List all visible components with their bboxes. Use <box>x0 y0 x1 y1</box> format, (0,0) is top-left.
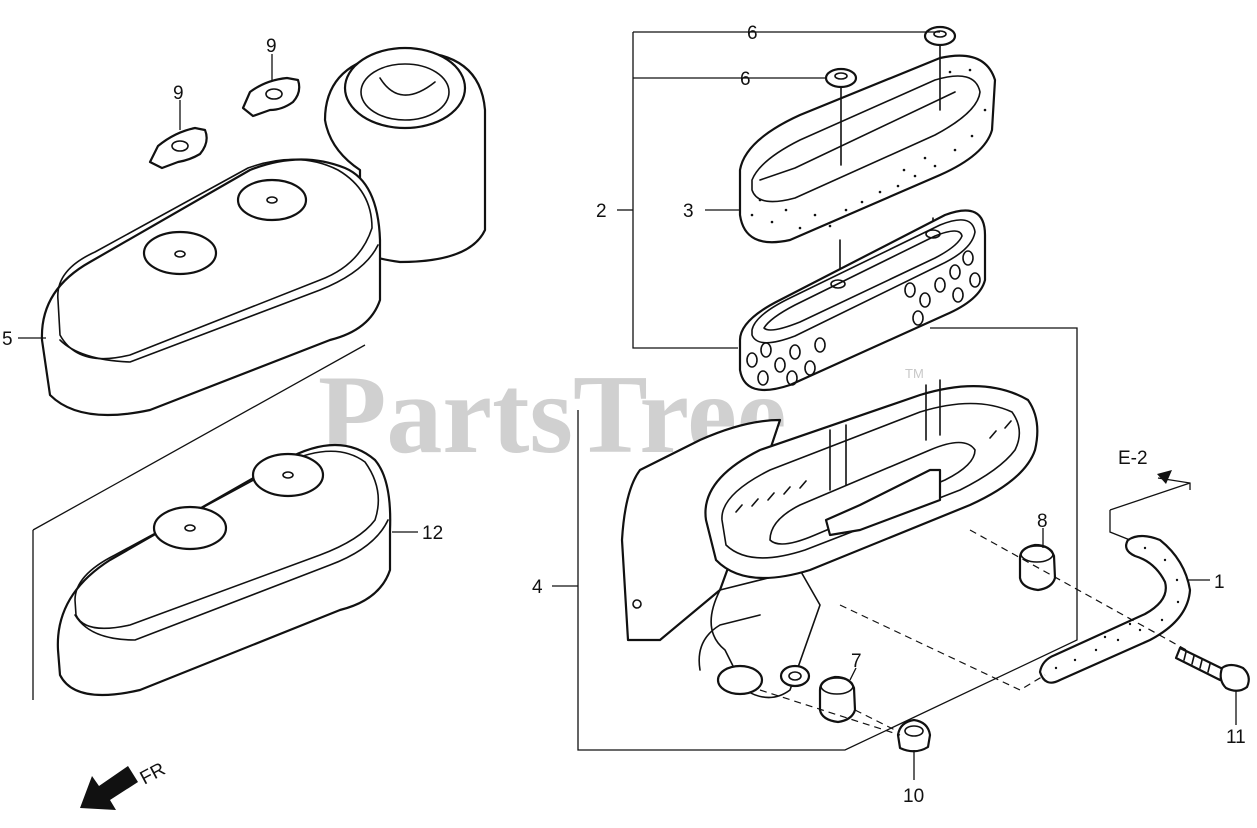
tube-texture <box>1054 546 1180 670</box>
part-1-breather-tube[interactable] <box>1038 534 1192 684</box>
callout-6-upper: 6 <box>747 23 758 44</box>
part-3-foam-element[interactable] <box>738 54 997 244</box>
part-5-air-cleaner-cover[interactable] <box>40 46 487 417</box>
part-6-grommet-lower[interactable] <box>824 67 858 89</box>
front-direction-arrow-icon <box>80 766 138 810</box>
pleat-holes <box>746 250 981 386</box>
callout-5: 5 <box>2 329 13 350</box>
part-9-wing-nut-upper[interactable] <box>241 76 301 118</box>
callout-7: 7 <box>851 651 862 672</box>
reference-label: E-2 <box>1118 448 1148 469</box>
part-6-grommet-upper[interactable] <box>923 25 957 47</box>
foam-texture <box>750 68 987 230</box>
callout-4: 4 <box>532 577 543 598</box>
callout-3: 3 <box>683 201 694 222</box>
part-9-wing-nut-lower[interactable] <box>148 126 208 170</box>
callout-12: 12 <box>422 523 443 544</box>
callout-2: 2 <box>596 201 607 222</box>
part-10-flange-nut[interactable] <box>896 718 932 753</box>
callout-8: 8 <box>1037 511 1048 532</box>
callout-9-upper: 9 <box>266 36 277 57</box>
watermark-trademark: TM <box>905 366 924 381</box>
callout-1: 1 <box>1214 572 1225 593</box>
callout-6-lower: 6 <box>740 69 751 90</box>
part-12-inner-cover[interactable] <box>56 444 392 697</box>
part-2-paper-element[interactable] <box>738 209 987 392</box>
part-7-collar[interactable] <box>818 675 857 724</box>
callout-9-lower: 9 <box>173 83 184 104</box>
direction-label: FR <box>137 759 169 789</box>
callout-10: 10 <box>903 786 924 807</box>
callout-11: 11 <box>1226 727 1246 748</box>
part-11-flange-bolt[interactable] <box>1174 646 1250 692</box>
part-4-air-cleaner-case[interactable] <box>620 379 1039 699</box>
reference-arrow-icon <box>1157 470 1191 490</box>
